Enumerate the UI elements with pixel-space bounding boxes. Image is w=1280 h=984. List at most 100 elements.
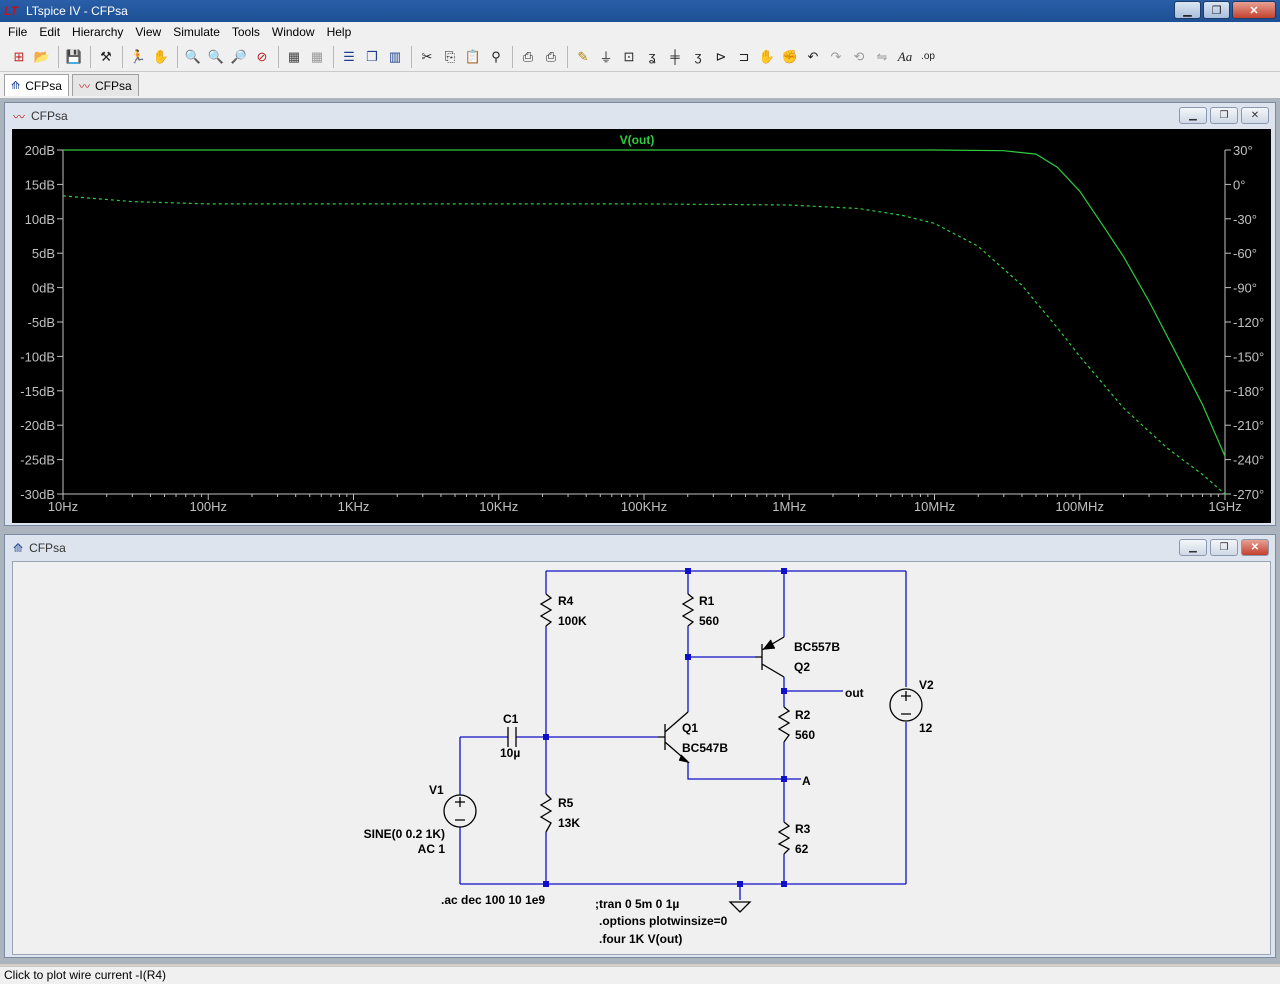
r3-name[interactable]: R3	[795, 822, 811, 836]
net-label-out[interactable]: out	[845, 686, 864, 700]
zoom-area-icon[interactable]: 🔍	[207, 48, 225, 64]
grid-icon[interactable]: ▦	[310, 48, 324, 64]
find-icon[interactable]: ⚲	[491, 48, 501, 64]
r1-value[interactable]: 560	[699, 614, 719, 628]
schematic-restore-button[interactable]: ❐	[1210, 539, 1238, 556]
zoom-out-icon[interactable]: 🔎	[230, 48, 248, 64]
net-label-a[interactable]: A	[802, 774, 811, 788]
halt-icon[interactable]: ✋	[152, 48, 170, 64]
resistor-r3[interactable]	[777, 821, 791, 855]
menu-tools[interactable]: Tools	[231, 25, 260, 39]
voltage-source-v2[interactable]	[889, 688, 923, 722]
drag-icon[interactable]: ✊	[781, 48, 799, 64]
redo-icon[interactable]: ↷	[830, 48, 842, 64]
r5-value[interactable]: 13K	[558, 816, 580, 830]
transistor-q1[interactable]	[658, 711, 691, 764]
menu-hierarchy[interactable]: Hierarchy	[72, 25, 124, 39]
label-icon[interactable]: ⊡	[623, 48, 635, 64]
r1-name[interactable]: R1	[699, 594, 715, 608]
print-icon[interactable]: ⎙	[545, 48, 557, 64]
schematic-close-button[interactable]: ✕	[1241, 539, 1269, 556]
waveform-restore-button[interactable]: ❐	[1210, 107, 1238, 124]
v2-value[interactable]: 12	[919, 721, 933, 735]
c1-name[interactable]: C1	[503, 712, 519, 726]
menu-edit[interactable]: Edit	[39, 25, 61, 39]
schematic-canvas[interactable]: R4 100K R1 560 R2 560 R3 62 R5 13K C1 10…	[12, 561, 1271, 955]
q1-name[interactable]: Q1	[682, 721, 698, 735]
inductor-icon[interactable]: ʒ	[694, 49, 702, 64]
voltage-source-v1[interactable]	[443, 794, 477, 828]
spice-directive-icon[interactable]: .op	[921, 51, 935, 62]
directive-tran[interactable]: ;tran 0 5m 0 1µ	[595, 897, 679, 911]
run-icon[interactable]: 🏃	[129, 48, 147, 64]
menu-window[interactable]: Window	[271, 25, 315, 39]
r2-name[interactable]: R2	[795, 708, 811, 722]
minimize-button[interactable]: ▁	[1174, 1, 1201, 19]
q2-name[interactable]: Q2	[794, 660, 810, 674]
r5-name[interactable]: R5	[558, 796, 574, 810]
q2-model[interactable]: BC557B	[794, 640, 840, 654]
zoom-fit-icon[interactable]: ⊘	[256, 48, 268, 64]
restore-button[interactable]: ❐	[1203, 1, 1230, 19]
directive-options[interactable]: .options plotwinsize=0	[599, 914, 728, 928]
r4-name[interactable]: R4	[558, 594, 574, 608]
zoom-in-icon[interactable]: 🔍	[184, 48, 202, 64]
tab-schematic[interactable]: ⟰ CFPsa	[4, 74, 69, 96]
menu-view[interactable]: View	[135, 25, 162, 39]
wire-icon[interactable]: ✎	[577, 48, 589, 64]
resistor-r1[interactable]	[681, 593, 695, 627]
v1-ac[interactable]: AC 1	[418, 842, 446, 856]
print-setup-icon[interactable]: ⎙	[522, 48, 534, 64]
c1-value[interactable]: 10µ	[500, 746, 520, 760]
directive-ac[interactable]: .ac dec 100 10 1e9	[441, 893, 545, 907]
resistor-r4[interactable]	[539, 593, 553, 627]
resistor-r5[interactable]	[539, 793, 553, 833]
resistor-icon[interactable]: ʓ	[648, 49, 656, 64]
new-schematic-icon[interactable]: ⊞	[13, 48, 25, 64]
waveform-close-button[interactable]: ✕	[1241, 107, 1269, 124]
schematic-minimize-button[interactable]: ▁	[1179, 539, 1207, 556]
cascade-icon[interactable]: ❐	[366, 48, 378, 64]
transistor-q2[interactable]	[755, 636, 785, 678]
capacitor-c1[interactable]	[507, 727, 517, 747]
resistor-r2[interactable]	[777, 706, 791, 743]
move-icon[interactable]: ✋	[758, 48, 776, 64]
ground-symbol[interactable]	[728, 901, 752, 913]
mirror-icon[interactable]: ⇋	[876, 48, 888, 64]
autorange-icon[interactable]: ▦	[287, 48, 301, 64]
copy-icon[interactable]: ⎘	[444, 48, 456, 64]
text-icon[interactable]: Aa	[897, 48, 913, 64]
undo-icon[interactable]: ↶	[807, 48, 819, 64]
save-icon[interactable]: 💾	[65, 48, 83, 64]
r4-value[interactable]: 100K	[558, 614, 587, 628]
q1-model[interactable]: BC547B	[682, 741, 728, 755]
waveform-minimize-button[interactable]: ▁	[1179, 107, 1207, 124]
tab-waveform[interactable]: 〰 CFPsa	[72, 74, 139, 96]
close-button[interactable]: ✕	[1232, 1, 1276, 19]
control-panel-icon[interactable]: ⚒	[100, 48, 112, 64]
trace-label-vout[interactable]: V(out)	[620, 133, 655, 147]
v2-name[interactable]: V2	[919, 678, 934, 692]
tile-horizontal-icon[interactable]: ☰	[343, 48, 355, 64]
tile-vertical-icon[interactable]: ▥	[388, 48, 402, 64]
restore-icon: ❐	[1219, 110, 1229, 121]
directive-four[interactable]: .four 1K V(out)	[599, 932, 682, 946]
menu-simulate[interactable]: Simulate	[173, 25, 220, 39]
menu-file[interactable]: File	[8, 25, 28, 39]
ground-icon[interactable]: ⏚	[599, 50, 613, 65]
r3-value[interactable]: 62	[795, 842, 809, 856]
paste-icon[interactable]: 📋	[464, 48, 482, 64]
wire[interactable]	[687, 762, 784, 780]
x-tick-label: 100MHz	[1056, 499, 1104, 514]
rotate-icon[interactable]: ⟲	[853, 48, 865, 64]
menu-help[interactable]: Help	[326, 25, 352, 39]
cut-icon[interactable]: ✂	[421, 48, 433, 64]
r2-value[interactable]: 560	[795, 728, 815, 742]
diode-icon[interactable]: ⊳	[715, 48, 727, 64]
v1-value[interactable]: SINE(0 0.2 1K)	[364, 827, 445, 841]
v1-name[interactable]: V1	[429, 783, 444, 797]
capacitor-icon[interactable]: ╪	[670, 49, 680, 64]
component-icon[interactable]: ⊐	[738, 48, 750, 64]
open-icon[interactable]: 📂	[33, 48, 51, 64]
